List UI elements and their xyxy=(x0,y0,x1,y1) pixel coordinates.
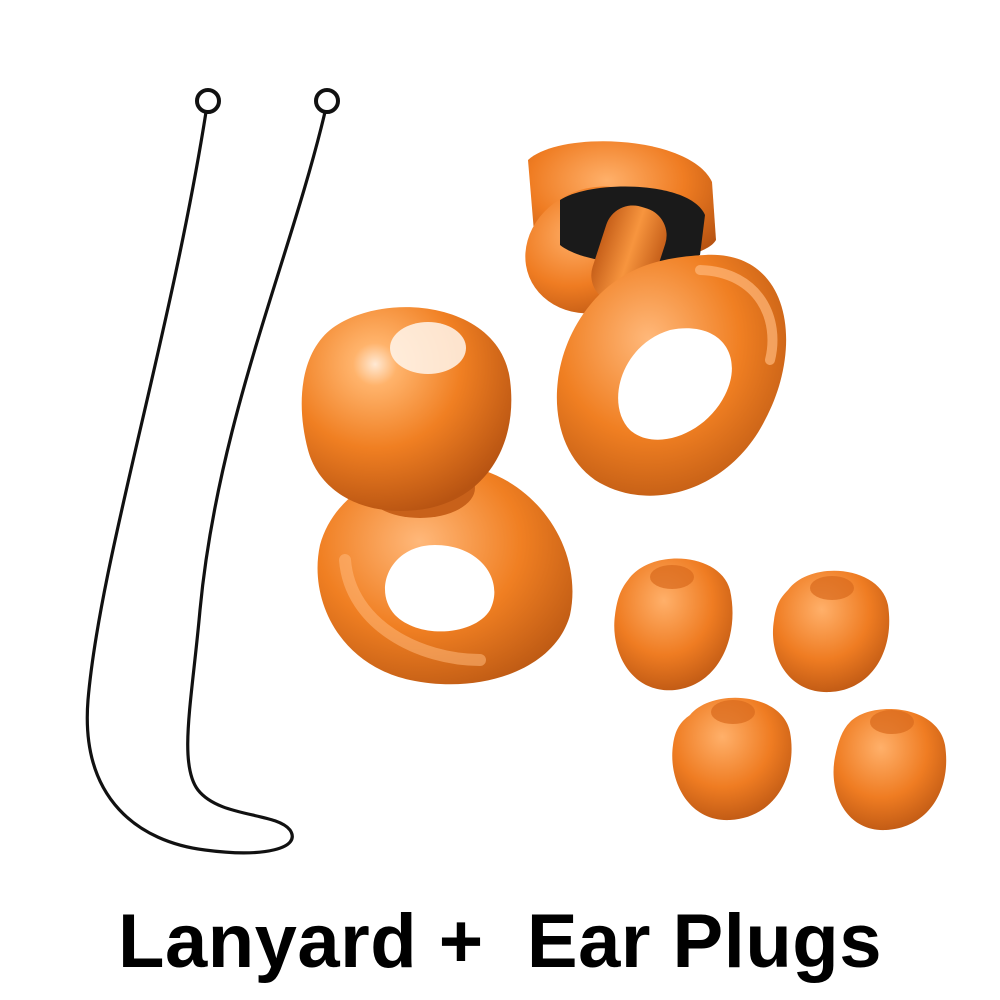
ear-tip-3 xyxy=(672,697,792,821)
product-illustration xyxy=(85,88,947,855)
lanyard-loop-right xyxy=(314,88,340,114)
ear-tip-1 xyxy=(614,558,733,691)
ear-tip-4 xyxy=(833,709,947,831)
product-caption: Lanyard + Ear Plugs xyxy=(118,899,882,984)
lanyard-cord xyxy=(85,110,327,855)
ear-tip-icon xyxy=(772,570,890,693)
ear-tip-icon xyxy=(672,697,792,821)
earplug-back-ring xyxy=(556,254,787,496)
earplug-icon xyxy=(301,307,573,685)
lanyard-icon xyxy=(85,88,340,855)
ear-tip-icon xyxy=(833,709,947,831)
lanyard-loop-left xyxy=(195,88,221,114)
ear-tip-icon xyxy=(614,558,733,691)
earplug-icon xyxy=(525,141,787,496)
ear-tip-2 xyxy=(772,570,890,693)
